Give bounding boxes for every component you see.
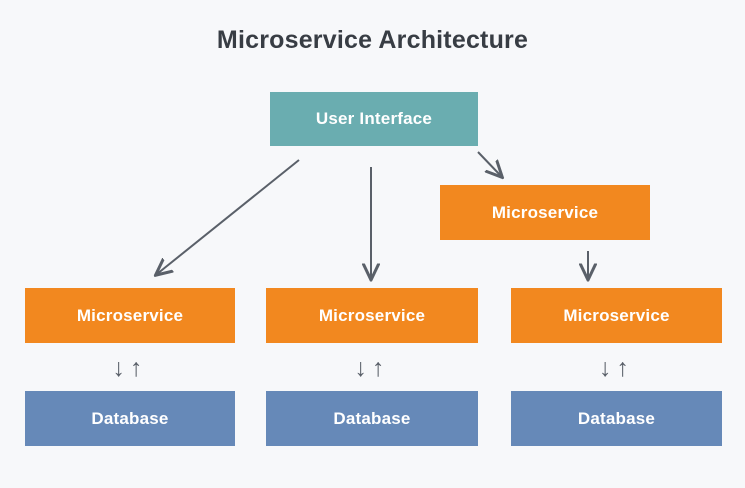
- edge-ui-to-svc-left: [157, 159, 300, 274]
- node-svc_top[interactable]: Microservice: [440, 185, 650, 240]
- node-label: Database: [577, 408, 656, 428]
- node-ui[interactable]: User Interface: [270, 92, 478, 146]
- edge-ui-to-svc-top: [477, 151, 501, 176]
- node-svc_mid[interactable]: Microservice: [266, 288, 478, 343]
- node-db_mid[interactable]: Database: [266, 391, 478, 446]
- node-label: Database: [91, 408, 169, 428]
- node-db_right[interactable]: Database: [511, 391, 722, 446]
- node-label: Microservice: [563, 305, 670, 325]
- page-title: Microservice Architecture: [216, 26, 529, 54]
- node-svc_right[interactable]: Microservice: [511, 288, 722, 343]
- node-label: Microservice: [76, 305, 184, 325]
- bidirectional-arrows-svc-left-db-left: ↓↑: [112, 353, 148, 382]
- bidirectional-arrows-svc-right-db-right: ↓↑: [599, 353, 634, 382]
- node-db_left[interactable]: Database: [25, 391, 235, 446]
- bidirectional-arrows-svc-mid-db-mid: ↓↑: [354, 353, 390, 382]
- node-label: User Interface: [315, 109, 433, 128]
- node-label: Database: [333, 408, 411, 428]
- node-label: Microservice: [491, 202, 599, 222]
- node-label: Microservice: [318, 305, 426, 325]
- node-svc_left[interactable]: Microservice: [25, 288, 235, 343]
